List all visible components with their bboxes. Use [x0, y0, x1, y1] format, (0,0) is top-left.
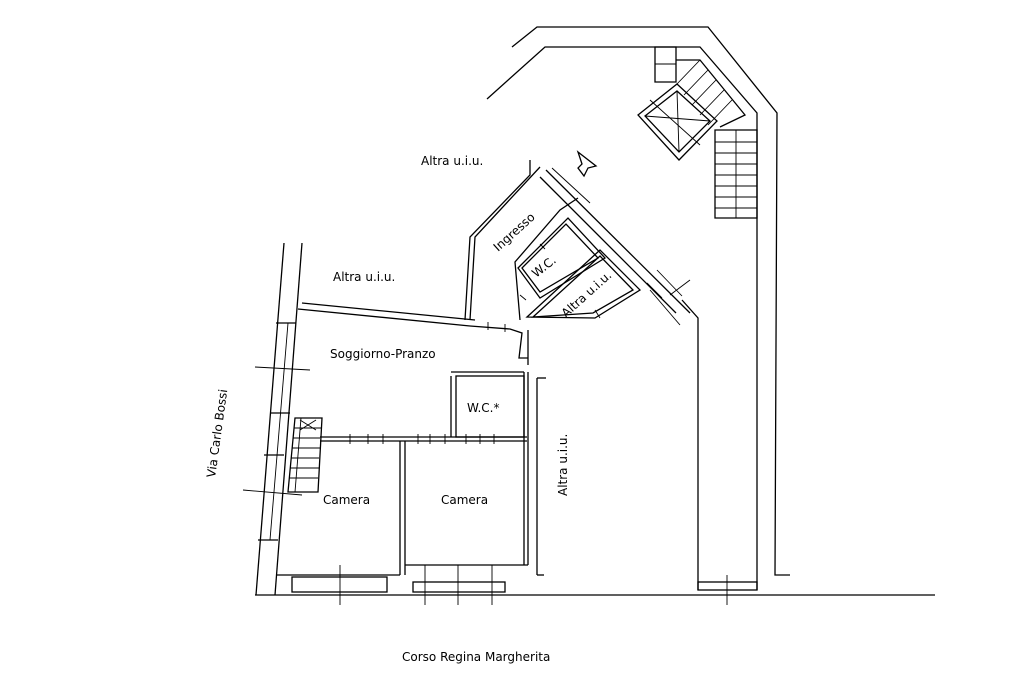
label-soggiorno: Soggiorno-Pranzo: [330, 347, 436, 361]
label-altra-top: Altra u.i.u.: [421, 154, 483, 168]
ingresso-block: [464, 160, 691, 332]
top-staircase: [654, 46, 758, 219]
label-corso: Corso Regina Margherita: [402, 650, 550, 664]
label-altra-left: Altra u.i.u.: [333, 270, 395, 284]
left-staircase: [287, 417, 323, 493]
label-camera-right: Camera: [441, 493, 488, 507]
left-facade-wall: [242, 242, 311, 596]
entry-arrow-icon: [576, 150, 598, 178]
label-camera-left: Camera: [323, 493, 370, 507]
label-altra-vertical: Altra u.i.u.: [556, 434, 570, 496]
apartment-walls: [277, 302, 546, 605]
label-ingresso: Ingresso: [491, 210, 538, 254]
label-via: Via Carlo Bossi: [204, 388, 230, 478]
right-building-outline: [486, 26, 790, 605]
label-wc-lower: W.C.*: [467, 401, 500, 415]
lift-shaft: [637, 83, 718, 161]
